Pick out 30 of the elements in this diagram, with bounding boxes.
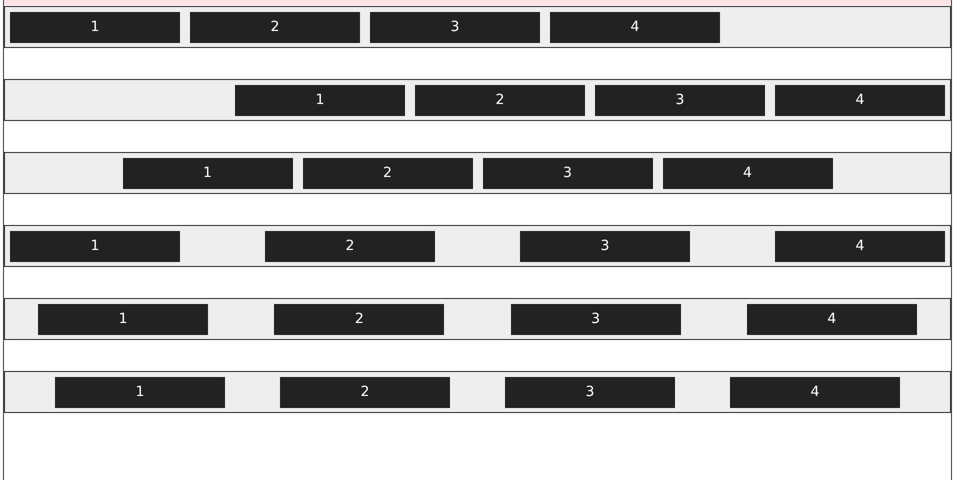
flex-item: 2 bbox=[302, 158, 472, 188]
flex-item: 2 bbox=[415, 84, 585, 116]
flex-item: 2 bbox=[280, 376, 450, 408]
flex-container bbox=[4, 79, 951, 121]
flex-item: 3 bbox=[370, 12, 540, 42]
flex-item: 4 bbox=[662, 158, 832, 188]
flex-item: 1 bbox=[10, 230, 180, 262]
flex-container bbox=[4, 225, 951, 267]
flex-item: 2 bbox=[274, 304, 444, 334]
flex-item: 1 bbox=[235, 84, 405, 116]
flex-item: 4 bbox=[550, 12, 720, 42]
flex-item: 2 bbox=[190, 12, 360, 42]
flex-item: 4 bbox=[775, 84, 945, 116]
flex-item: 1 bbox=[38, 304, 208, 334]
flex-container bbox=[4, 152, 951, 194]
flex-container bbox=[4, 6, 951, 48]
flex-container bbox=[4, 298, 951, 340]
flex-item: 1 bbox=[10, 12, 180, 42]
flex-item: 3 bbox=[520, 230, 690, 262]
flex-item: 4 bbox=[730, 376, 900, 408]
flex-item: 1 bbox=[55, 376, 225, 408]
flex-item: 3 bbox=[482, 158, 652, 188]
flex-item: 3 bbox=[595, 84, 765, 116]
flex-item: 4 bbox=[775, 230, 945, 262]
flex-container bbox=[4, 371, 951, 413]
flex-item: 2 bbox=[265, 230, 435, 262]
flex-item: 4 bbox=[746, 304, 917, 334]
flex-item: 3 bbox=[505, 376, 675, 408]
flex-item: 3 bbox=[510, 304, 681, 334]
flex-item: 1 bbox=[122, 158, 292, 188]
